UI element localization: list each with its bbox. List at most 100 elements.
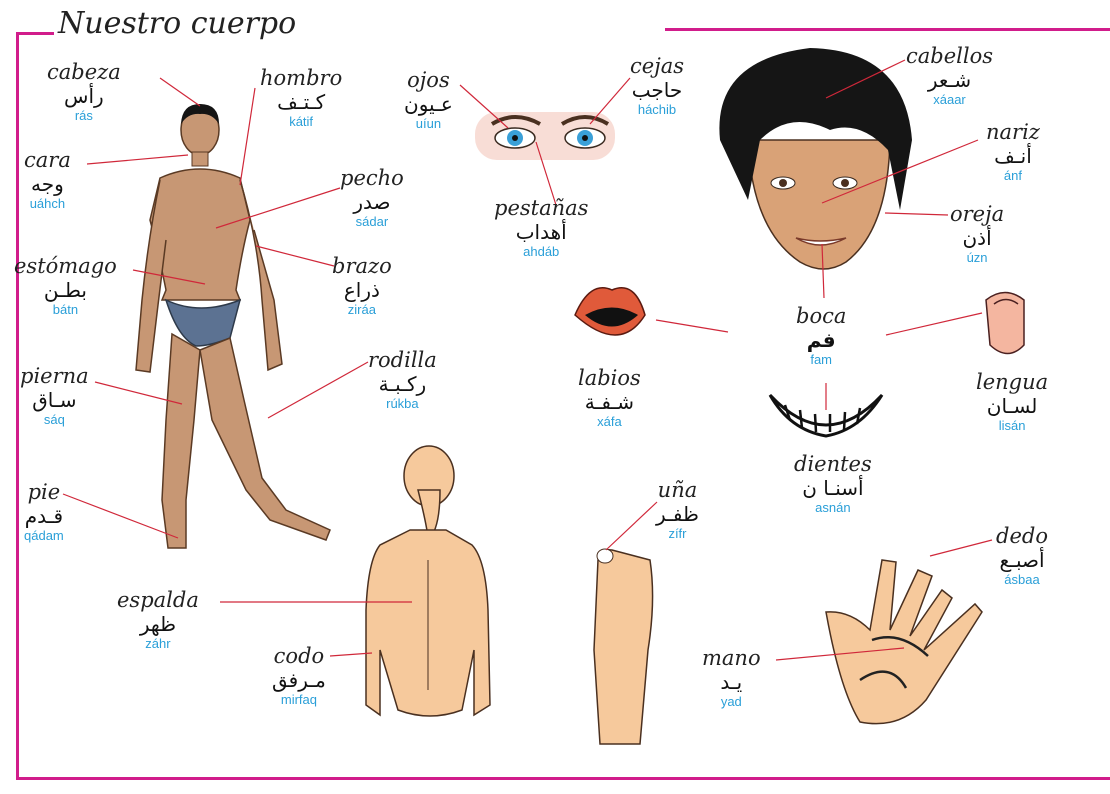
label-pie-tr: qádam [24,529,64,542]
label-codo-es: codo [272,646,326,667]
foot-illustration [594,549,653,744]
label-pecho-tr: sádar [340,215,404,228]
lips-illustration [575,288,645,335]
label-cabeza-ar: رأس [47,86,121,106]
label-labios-ar: شـفـة [578,392,641,412]
label-mano-tr: yad [702,695,761,708]
label-codo-ar: مـرفق [272,670,326,690]
label-cejas-ar: حاجب [630,80,684,100]
label-rodilla-tr: rúkba [368,397,437,410]
label-labios: labios شـفـة xáfa [578,368,641,428]
label-hombro-es: hombro [260,68,342,89]
label-espalda-tr: záhr [117,637,199,650]
tongue-illustration [986,293,1024,354]
label-oreja-es: oreja [950,204,1004,225]
label-dedo: dedo أصبـع ásbaa [996,526,1048,586]
label-brazo-es: brazo [332,256,392,277]
label-brazo-tr: ziráa [332,303,392,316]
label-dedo-es: dedo [996,526,1048,547]
label-dedo-tr: ásbaa [996,573,1048,586]
label-pecho: pecho صدر sádar [340,168,404,228]
label-pie: pie قـدم qádam [24,482,64,542]
label-brazo-ar: ذراع [332,280,392,300]
label-cabeza-es: cabeza [47,62,121,83]
label-pie-ar: قـدم [24,506,64,526]
label-pierna-tr: sáq [20,413,89,426]
label-pecho-es: pecho [340,168,404,189]
label-labios-tr: xáfa [578,415,641,428]
label-pestanas-ar: أهداب [494,222,588,242]
label-ojos-ar: عـيون [404,94,453,114]
label-espalda: espalda ظهر záhr [117,590,199,650]
man-figure-illustration [136,104,330,548]
label-cabellos: cabellos شـعر xáaar [906,46,993,106]
label-ojos-tr: uíun [404,117,453,130]
label-dientes: dientes أسنـا ن asnán [794,454,872,514]
label-nariz-tr: ánf [986,169,1040,182]
label-nariz-ar: أنـف [986,146,1040,166]
label-estomago-es: estómago [14,256,117,277]
label-oreja-ar: أذن [950,228,1004,248]
label-espalda-es: espalda [117,590,199,611]
label-hombro: hombro كـتـف kátif [260,68,342,128]
label-boca-es: boca [796,306,846,327]
label-dientes-tr: asnán [794,501,872,514]
label-codo: codo مـرفق mirfaq [272,646,326,706]
label-hombro-ar: كـتـف [260,92,342,112]
label-espalda-ar: ظهر [117,614,199,634]
label-lengua-es: lengua [976,372,1048,393]
boy-head-illustration [719,48,912,269]
label-rodilla-es: rodilla [368,350,437,371]
label-cabeza: cabeza رأس rás [47,62,121,122]
label-cabellos-ar: شـعر [906,70,993,90]
label-una-ar: ظفـر [656,504,699,524]
label-cabellos-es: cabellos [906,46,993,67]
label-mano: mano يـد yad [702,648,761,708]
label-mano-ar: يـد [702,672,761,692]
label-boca: boca فم fam [796,306,846,366]
label-codo-tr: mirfaq [272,693,326,706]
label-cara-es: cara [24,150,71,171]
label-rodilla: rodilla ركـبـة rúkba [368,350,437,410]
label-dientes-es: dientes [794,454,872,475]
label-estomago-ar: بطـن [14,280,117,300]
label-lengua-tr: lisán [976,419,1048,432]
label-pecho-ar: صدر [340,192,404,212]
label-una-tr: zífr [656,527,699,540]
label-boca-tr: fam [796,353,846,366]
label-pie-es: pie [24,482,64,503]
label-pierna-es: pierna [20,366,89,387]
label-dientes-ar: أسنـا ن [794,478,872,498]
label-pestanas-es: pestañas [494,198,588,219]
back-figure-illustration [366,446,490,716]
label-cejas-tr: háchib [630,103,684,116]
label-cejas: cejas حاجب háchib [630,56,684,116]
label-cara: cara وجه uáhch [24,150,71,210]
label-lengua: lengua لسـان lisán [976,372,1048,432]
label-brazo: brazo ذراع ziráa [332,256,392,316]
label-labios-es: labios [578,368,641,389]
hand-illustration [826,560,982,724]
label-pestanas: pestañas أهداب ahdáb [494,198,588,258]
label-cara-ar: وجه [24,174,71,194]
label-lengua-ar: لسـان [976,396,1048,416]
label-estomago-tr: bátn [14,303,117,316]
label-ojos-es: ojos [404,70,453,91]
label-hombro-tr: kátif [260,115,342,128]
label-pestanas-tr: ahdáb [494,245,588,258]
label-boca-ar: فم [796,330,846,350]
label-cejas-es: cejas [630,56,684,77]
label-oreja: oreja أذن úzn [950,204,1004,264]
label-pierna-ar: سـاق [20,390,89,410]
label-estomago: estómago بطـن bátn [14,256,117,316]
label-cabellos-tr: xáaar [906,93,993,106]
label-pierna: pierna سـاق sáq [20,366,89,426]
label-nariz-es: nariz [986,122,1040,143]
label-una: uña ظفـر zífr [656,480,699,540]
label-dedo-ar: أصبـع [996,550,1048,570]
label-una-es: uña [656,480,699,501]
label-rodilla-ar: ركـبـة [368,374,437,394]
label-mano-es: mano [702,648,761,669]
label-cabeza-tr: rás [47,109,121,122]
